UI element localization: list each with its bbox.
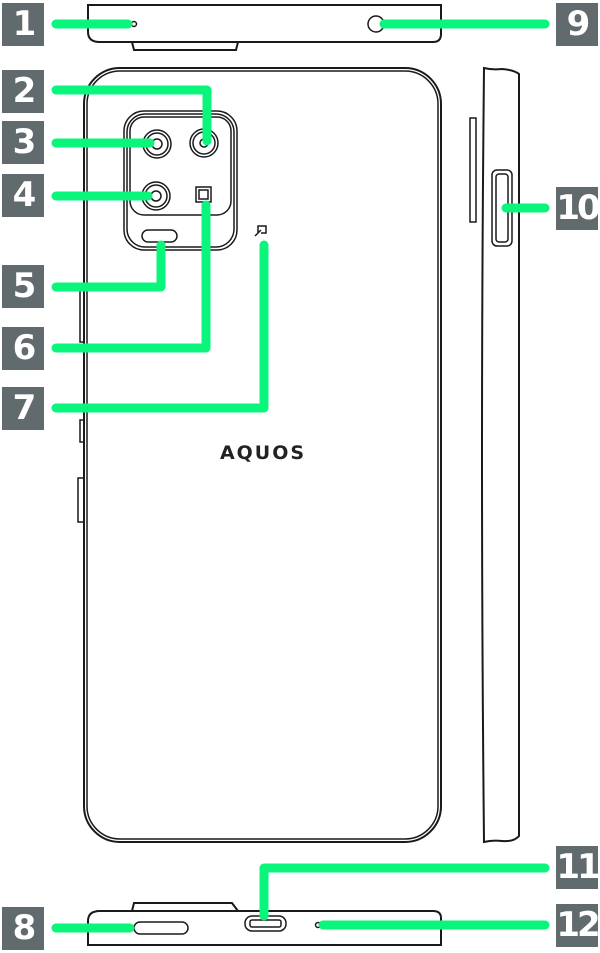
callout-1: 1 xyxy=(2,3,44,46)
phone-top-view xyxy=(87,4,442,51)
callout-12: 12 xyxy=(556,904,600,947)
callout-7: 7 xyxy=(2,387,44,430)
callout-3: 3 xyxy=(2,121,44,164)
nfc-icon xyxy=(254,225,267,237)
brand-logo: AQUOS xyxy=(219,442,307,464)
leader-lines xyxy=(51,19,550,933)
callout-8: 8 xyxy=(2,907,44,950)
phone-back-view xyxy=(77,67,442,843)
phone-side-view xyxy=(469,66,520,844)
callout-5: 5 xyxy=(2,265,44,308)
callout-2: 2 xyxy=(2,70,44,113)
callout-11: 11 xyxy=(556,846,600,889)
callout-6: 6 xyxy=(2,327,44,370)
phone-bottom-view xyxy=(87,902,442,946)
callout-10: 10 xyxy=(556,187,600,230)
callout-4: 4 xyxy=(2,174,44,217)
callout-9: 9 xyxy=(556,3,598,46)
